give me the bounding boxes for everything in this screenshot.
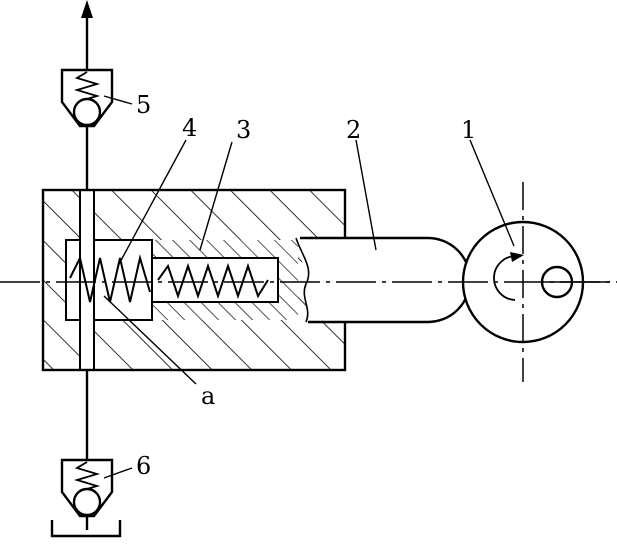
label-spring: 4 [182, 114, 198, 142]
label-chamber: a [201, 382, 216, 410]
label-cam: 1 [461, 116, 477, 144]
label-inlet-valve: 6 [136, 452, 152, 480]
inlet-valve [50, 370, 122, 538]
label-outlet-valve: 5 [136, 91, 152, 119]
label-cylinder-body: 3 [236, 116, 252, 144]
label-plunger: 2 [346, 116, 362, 144]
plunger-spring [157, 262, 269, 300]
outlet-valve [60, 0, 114, 190]
leader-lines [103, 95, 515, 479]
